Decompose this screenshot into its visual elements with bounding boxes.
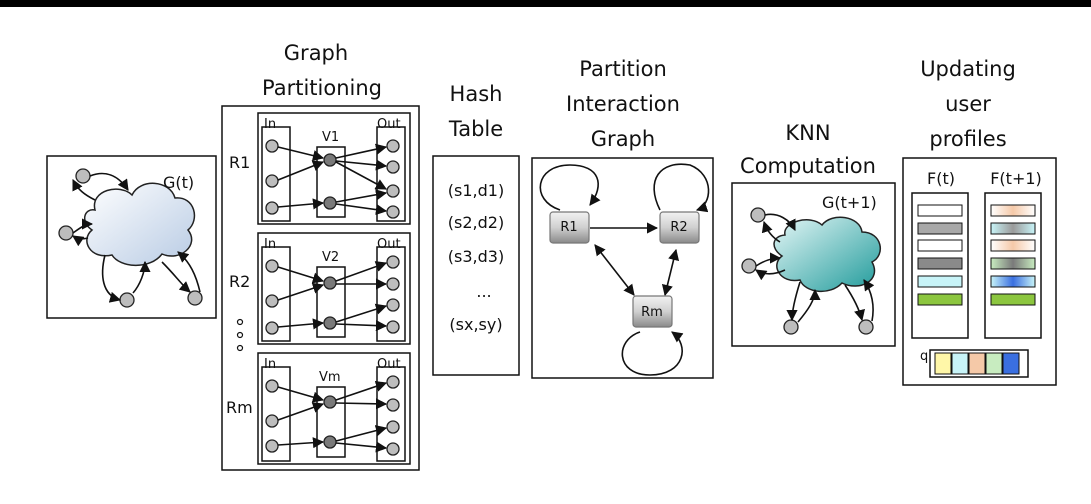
v-label: V2 bbox=[322, 250, 339, 265]
profiles-title-1: Updating bbox=[920, 57, 1016, 81]
graph-node bbox=[119, 292, 135, 308]
hash-entry: (sx,sy) bbox=[449, 315, 502, 334]
region-label: R1 bbox=[229, 153, 250, 172]
svg-text:R1: R1 bbox=[560, 220, 577, 235]
partitioning-title-2: Partitioning bbox=[262, 76, 382, 100]
input-graph-label: G(t) bbox=[163, 173, 194, 192]
knn-title-1: KNN bbox=[785, 121, 830, 145]
hash-table-panel: Hash Table (s1,d1) (s2,d2) (s3,d3) ... (… bbox=[432, 82, 520, 376]
in-label: In bbox=[264, 117, 276, 132]
interaction-title-1: Partition bbox=[579, 57, 667, 81]
hash-entry: (s3,d3) bbox=[448, 247, 504, 266]
out-label: Out bbox=[377, 237, 401, 252]
knn-panel: KNN Computation G(t+1) bbox=[731, 121, 896, 347]
q-label: q bbox=[920, 349, 928, 364]
knn-graph-label: G(t+1) bbox=[822, 193, 877, 212]
out-label: Out bbox=[377, 357, 401, 372]
profiles-title-2: user bbox=[945, 92, 991, 116]
input-cloud bbox=[84, 182, 196, 267]
node-r2: R2 bbox=[659, 211, 700, 244]
node-r1: R1 bbox=[549, 211, 590, 244]
partition-block-rm: Rm In Vm Out bbox=[226, 352, 411, 465]
partition-block-r1: R1 In V1 Out bbox=[229, 112, 411, 225]
interaction-title-2: Interaction bbox=[566, 92, 680, 116]
v-label: V1 bbox=[322, 130, 339, 145]
more-partitions-dots bbox=[236, 318, 244, 352]
hash-title-1: Hash bbox=[450, 82, 503, 106]
graph-node bbox=[75, 168, 91, 184]
svg-text:Rm: Rm bbox=[641, 305, 663, 320]
hash-entry: ... bbox=[476, 282, 491, 301]
hash-entry: (s1,d1) bbox=[448, 181, 504, 200]
in-label: In bbox=[264, 357, 276, 372]
interaction-title-3: Graph bbox=[591, 127, 655, 151]
profile-col2-label: F(t+1) bbox=[990, 169, 1042, 188]
out-label: Out bbox=[377, 117, 401, 132]
profiles-panel: Updating user profiles F(t) F(t+1) q bbox=[902, 57, 1057, 386]
graph-node bbox=[58, 225, 74, 241]
interaction-graph-panel: Partition Interaction Graph R1 R2 Rm bbox=[531, 57, 714, 379]
hash-entry: (s2,d2) bbox=[448, 213, 504, 232]
profile-col1-label: F(t) bbox=[927, 169, 955, 188]
in-label: In bbox=[264, 237, 276, 252]
partition-block-r2: R2 In V2 Out bbox=[229, 232, 411, 345]
v-label: Vm bbox=[319, 370, 341, 385]
profiles-title-3: profiles bbox=[929, 127, 1006, 151]
region-label: R2 bbox=[229, 272, 250, 291]
hash-title-2: Table bbox=[448, 117, 503, 141]
region-label: Rm bbox=[226, 398, 253, 417]
knn-title-2: Computation bbox=[740, 154, 876, 178]
graph-partitioning-panel: Graph Partitioning R1 In V1 Out bbox=[221, 41, 420, 471]
input-graph-panel: G(t) bbox=[46, 155, 217, 319]
svg-text:R2: R2 bbox=[670, 220, 687, 235]
top-rule bbox=[0, 0, 1091, 7]
graph-node bbox=[187, 290, 203, 306]
node-rm: Rm bbox=[632, 295, 673, 328]
partitioning-title-1: Graph bbox=[284, 41, 348, 65]
